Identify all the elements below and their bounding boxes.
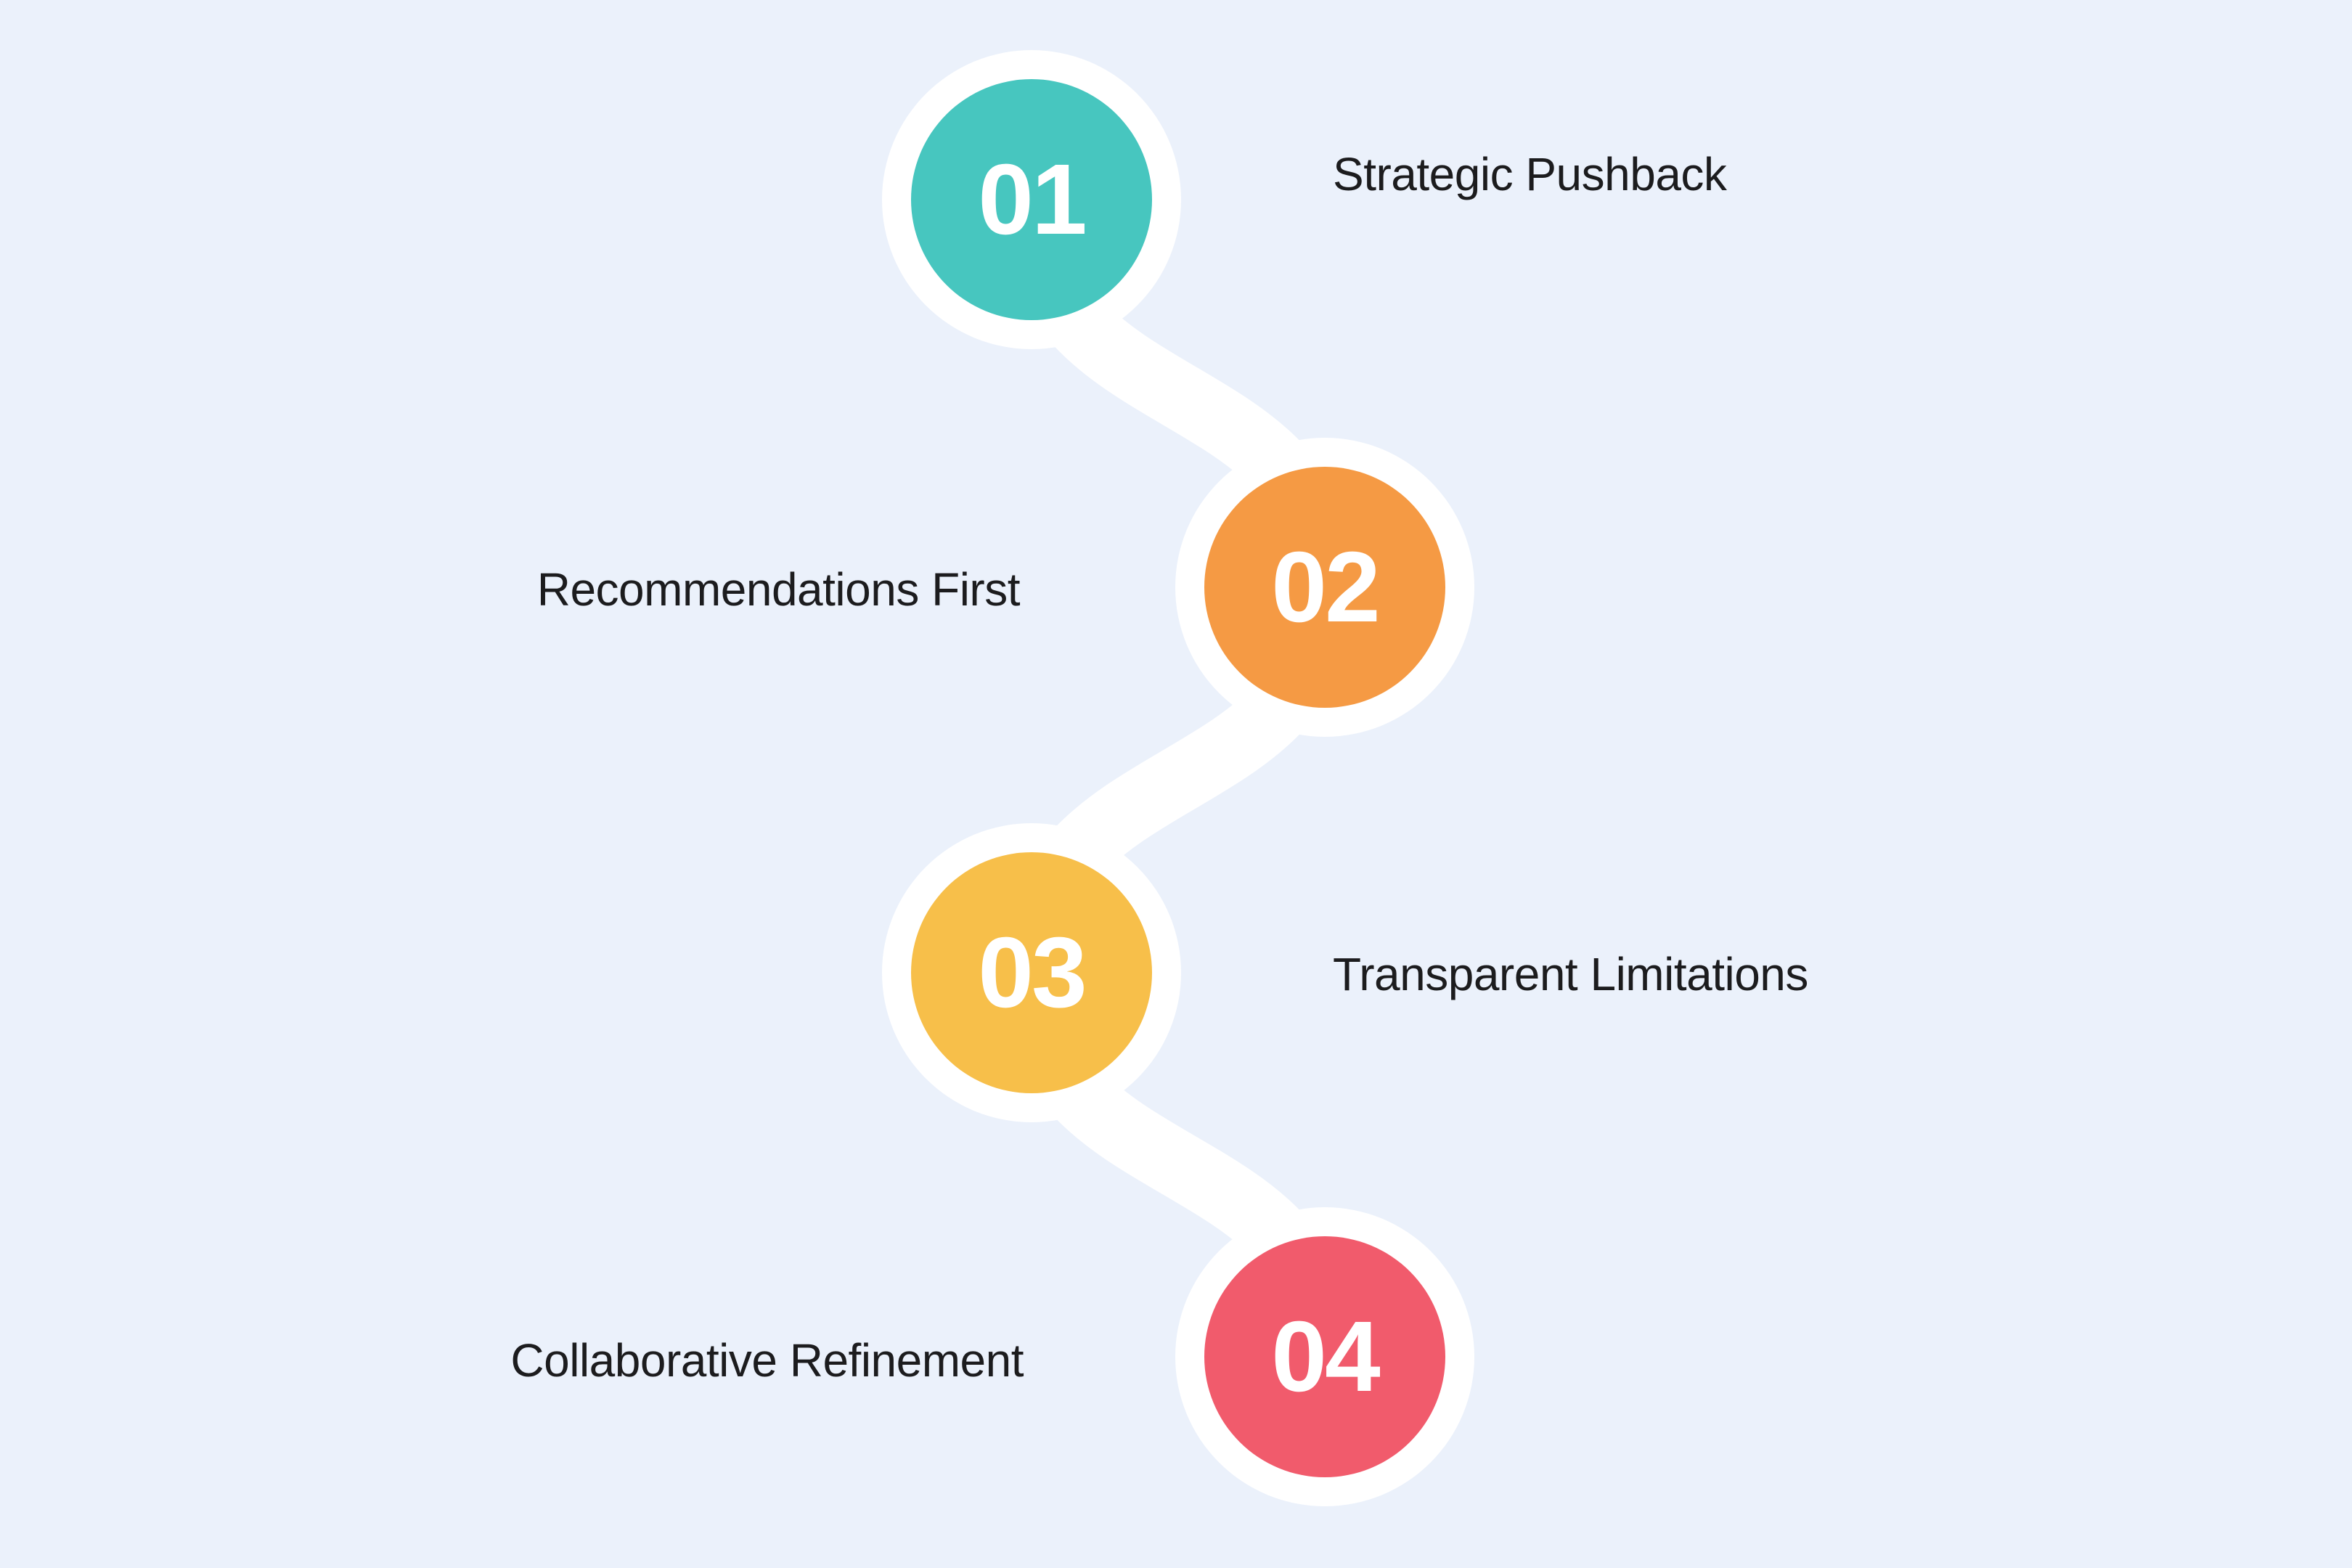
step-label-strategic-pushback: Strategic Pushback (1333, 148, 1727, 200)
step-node-03: 03 (911, 852, 1152, 1093)
step-node-02: 02 (1204, 467, 1445, 708)
connector-ribbon (998, 166, 1358, 1390)
step-number-01: 01 (978, 144, 1087, 256)
step-number-02: 02 (1271, 531, 1380, 643)
step-label-collaborative-refinement: Collaborative Refinement (510, 1334, 1024, 1387)
step-node-04: 04 (1204, 1236, 1445, 1477)
step-label-transparent-limitations: Transparent Limitations (1333, 948, 1808, 1000)
step-label-recommendations-first: Recommendations First (536, 563, 1021, 616)
step-number-03: 03 (978, 917, 1087, 1029)
step-node-01: 01 (911, 79, 1152, 320)
step-number-04: 04 (1271, 1301, 1380, 1413)
